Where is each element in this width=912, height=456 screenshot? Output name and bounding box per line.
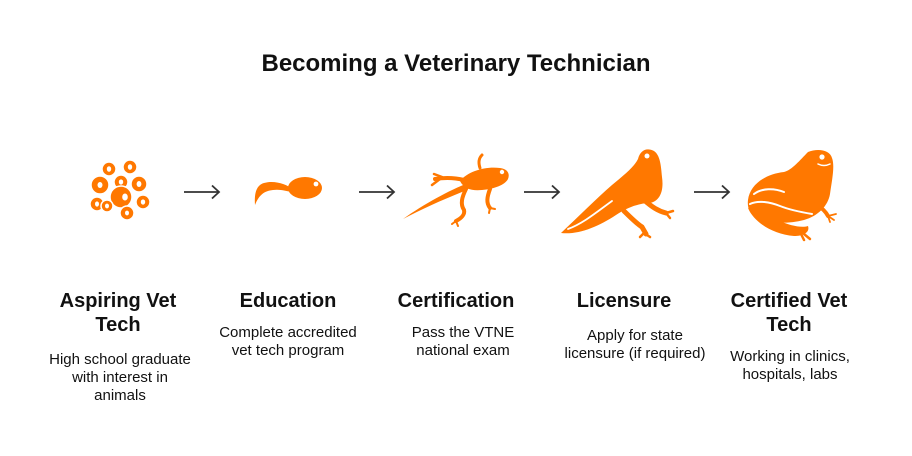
tadpole-with-legs-icon [403,153,509,227]
froglet-icon [561,149,675,239]
arrow-right-icon [694,184,731,200]
frog-eggs-icon [89,159,151,221]
arrow-right-icon [524,184,561,200]
arrow-right-icon [359,184,396,200]
stage-description: Apply for state licensure (if required) [564,327,706,362]
stage-title: Licensure [576,290,672,312]
adult-frog-icon [747,150,837,242]
stage-title: Aspiring Vet Tech [59,290,177,336]
stage-title: Certification [397,290,515,312]
arrow-right-icon [184,184,221,200]
stage-title: Education [239,290,337,312]
page-title: Becoming a Veterinary Technician [261,50,651,77]
stage-description: Pass the VTNE national exam [411,324,515,359]
stage-description: Complete accredited vet tech program [219,324,357,359]
tadpole-icon [254,177,322,205]
stage-description: High school graduate with interest in an… [49,351,191,404]
stage-title: Certified Vet Tech [730,290,848,336]
stage-description: Working in clinics, hospitals, labs [730,348,850,383]
